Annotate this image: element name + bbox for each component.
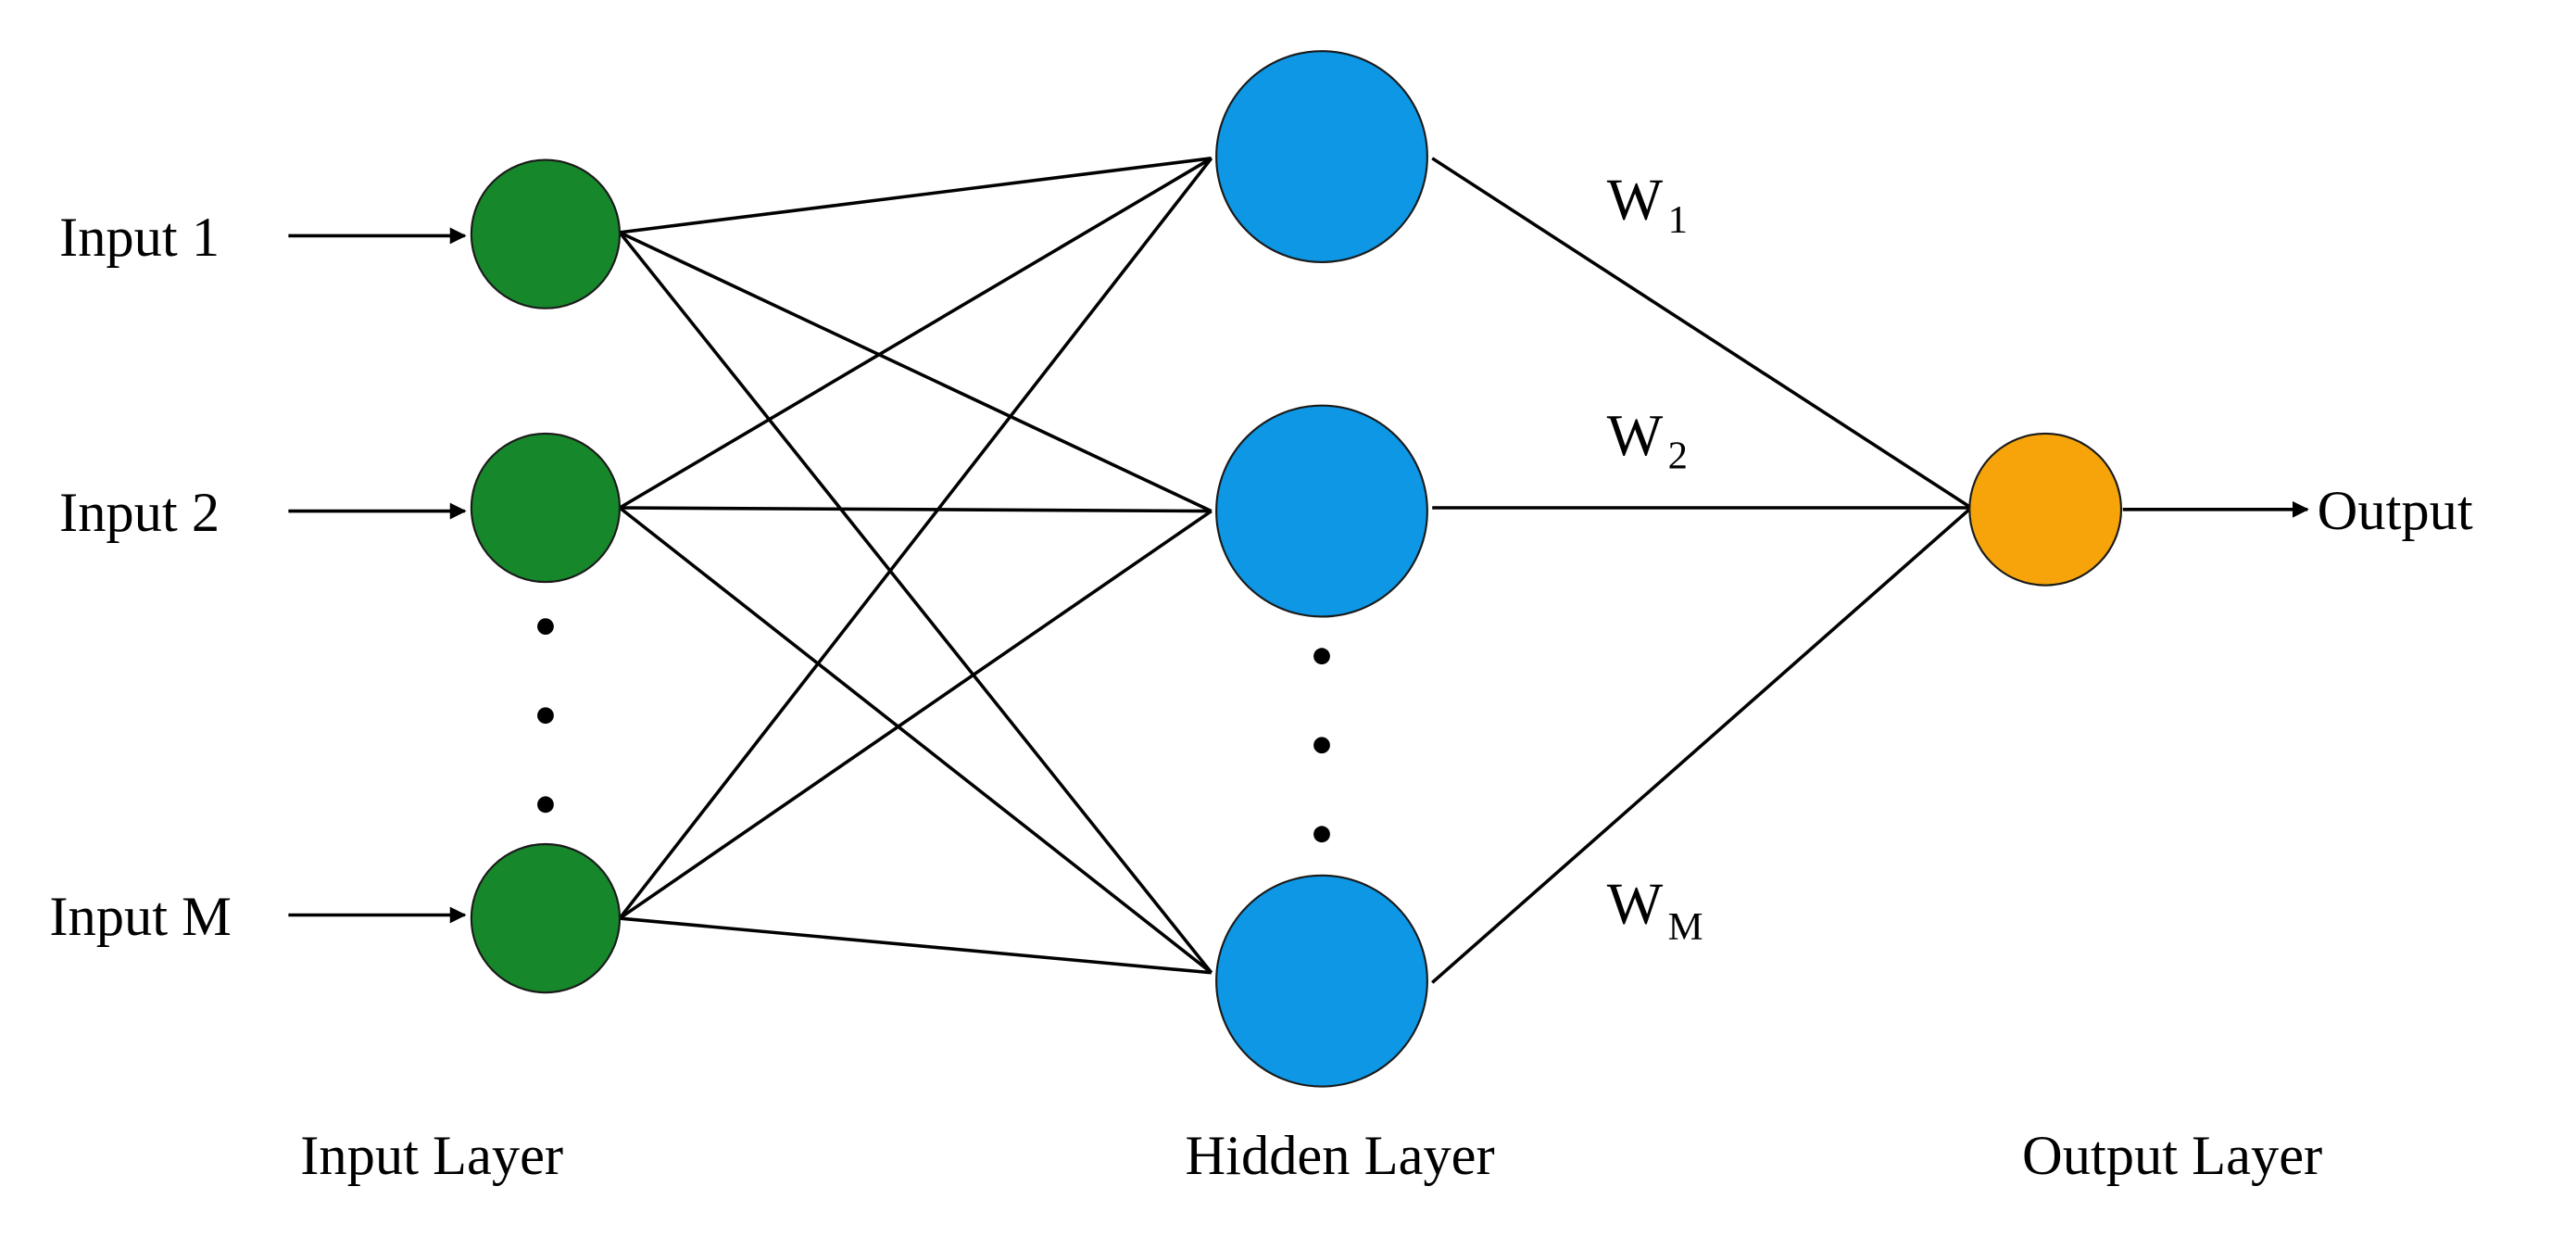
edge-hidden1-output	[1431, 157, 1973, 510]
weight-main: W	[1607, 402, 1664, 468]
weight-subscript: M	[1668, 905, 1703, 949]
edge-inputm-hidden1	[618, 157, 1213, 920]
edge-inputm-hiddenm	[619, 916, 1212, 975]
input-label-2: Input 2	[59, 482, 220, 544]
input-ellipsis-dot	[537, 707, 554, 725]
weight-subscript: 2	[1668, 434, 1688, 477]
input-label-1: Input 1	[59, 207, 220, 269]
edge-input2-hidden2	[620, 506, 1212, 513]
input-node-1	[470, 158, 622, 309]
hidden-ellipsis-dot	[1313, 737, 1330, 754]
hidden-node-m	[1215, 874, 1428, 1088]
hidden-node-2	[1215, 404, 1428, 618]
input-node-2	[470, 432, 622, 584]
hidden-ellipsis-dot	[1313, 826, 1330, 843]
hidden-layer-label: Hidden Layer	[1185, 1125, 1494, 1187]
input-label-m: Input M	[49, 886, 232, 948]
hidden-ellipsis	[1313, 648, 1330, 843]
input-ellipsis	[537, 618, 554, 814]
output-node	[1968, 432, 2123, 587]
edge-input1-hiddenm	[618, 231, 1213, 974]
edge-hiddenm-output	[1431, 506, 1973, 984]
input-arrows	[288, 227, 467, 924]
hidden-ellipsis-dot	[1313, 648, 1330, 665]
input-ellipsis-dot	[537, 796, 554, 814]
weight-main: W	[1607, 870, 1664, 936]
edge-input2-hidden1	[619, 157, 1213, 510]
hidden-output-connections	[1431, 157, 1973, 984]
output-label: Output	[2318, 480, 2473, 542]
weight-subscript: 1	[1668, 198, 1688, 242]
weight-main: W	[1607, 167, 1664, 233]
input-layer-nodes	[470, 158, 622, 994]
output-layer-label: Output Layer	[2022, 1125, 2322, 1187]
edge-input1-hidden1	[619, 157, 1213, 234]
edge-input2-hiddenm	[618, 506, 1213, 975]
edge-inputm-hidden2	[619, 510, 1213, 920]
input-node-m	[470, 842, 622, 994]
hidden-layer-nodes	[1215, 50, 1428, 1088]
hidden-node-1	[1215, 50, 1428, 263]
edge-input1-hidden2	[619, 231, 1213, 513]
input-ellipsis-dot	[537, 618, 554, 636]
input-hidden-connections	[618, 157, 1213, 975]
input-layer-label: Input Layer	[300, 1125, 563, 1187]
